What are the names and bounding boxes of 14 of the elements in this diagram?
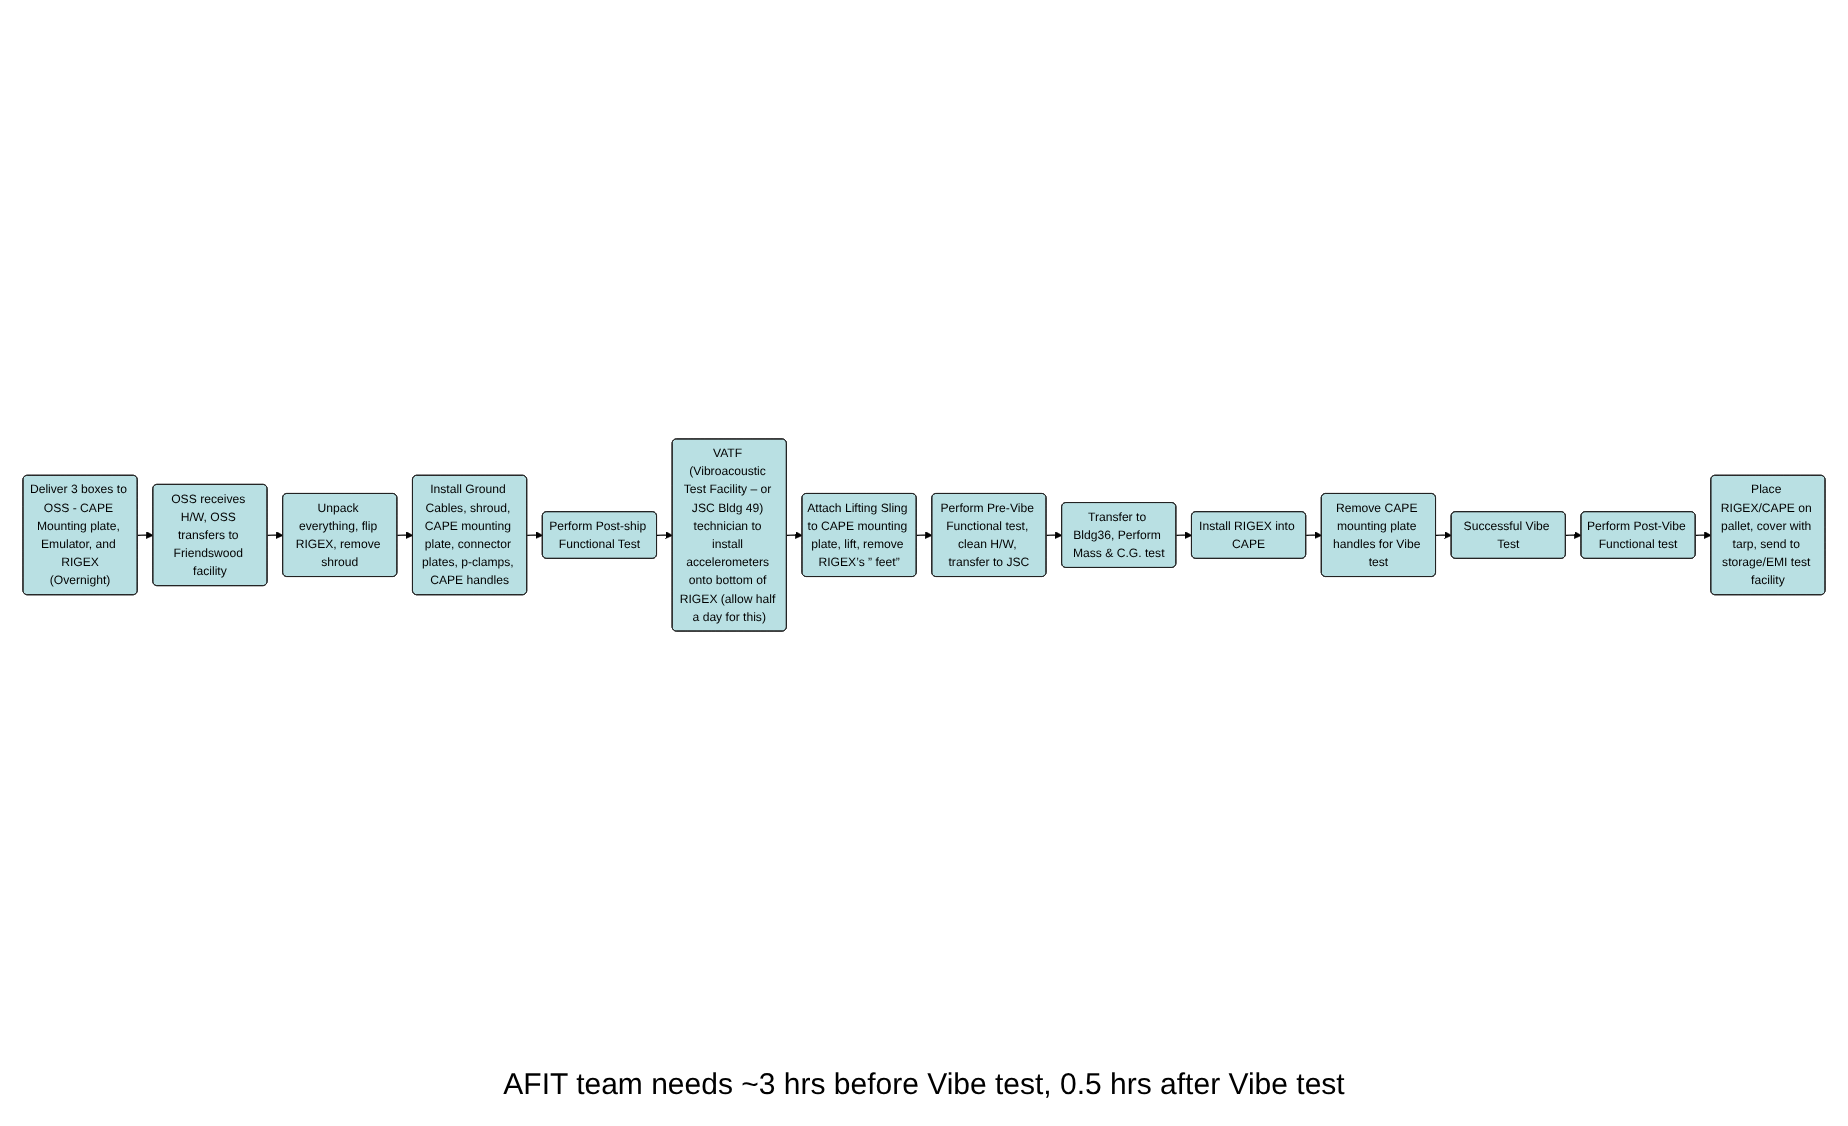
arrow (1435, 530, 1452, 538)
arrow (526, 530, 544, 538)
arrow (1565, 530, 1582, 538)
arrow (786, 530, 803, 538)
arrow (1305, 530, 1323, 538)
arrow (1045, 530, 1063, 538)
arrow (916, 530, 933, 538)
arrow (396, 530, 414, 538)
caption: AFIT team needs ~3 hrs before Vibe test, 0.5 hrs after Vibe test (503, 1068, 1345, 1102)
arrow (1175, 530, 1193, 538)
arrow (656, 530, 673, 538)
arrow (137, 530, 154, 538)
arrow (1695, 530, 1712, 538)
arrow (266, 530, 284, 538)
